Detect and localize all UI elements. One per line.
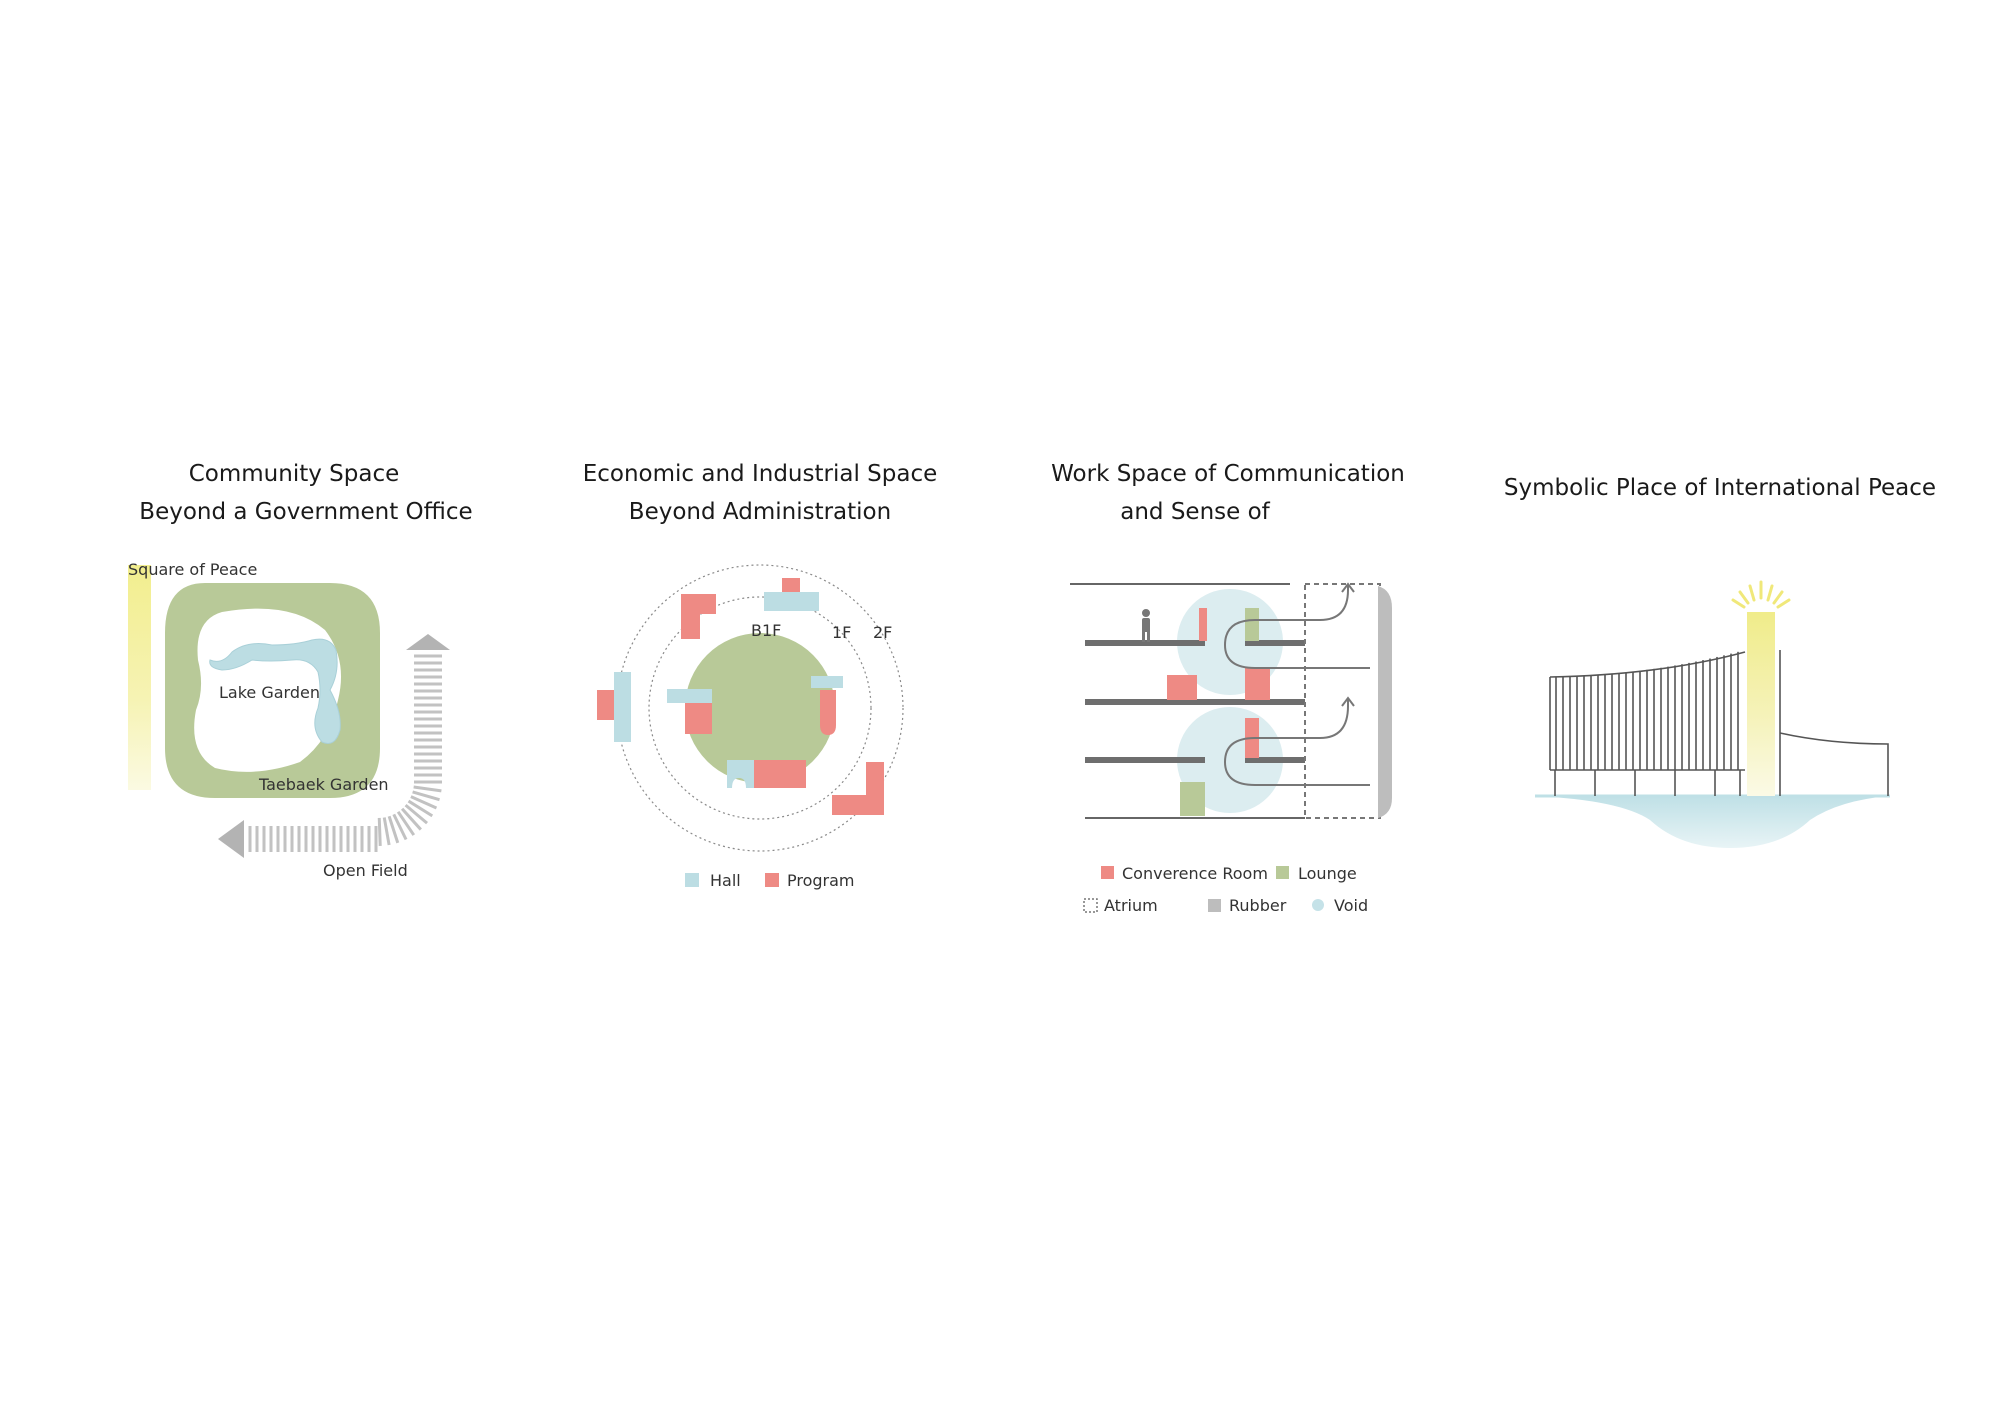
label-lake-garden: Lake Garden bbox=[219, 683, 320, 702]
rubber-wall bbox=[1378, 586, 1392, 818]
panel2-title-line1: Economic and Industrial Space bbox=[583, 461, 938, 487]
hall-blocks bbox=[614, 592, 843, 788]
legend-hall-swatch bbox=[685, 873, 699, 887]
panel3-title-line1: Work Space of Communication bbox=[1051, 461, 1405, 487]
legend-void-label: Void bbox=[1334, 896, 1368, 915]
label-open-field: Open Field bbox=[323, 861, 408, 880]
b1f-core-circle bbox=[685, 633, 835, 783]
water-reflection bbox=[1535, 796, 1890, 848]
panel-economic-space: Economic and Industrial Space Beyond Adm… bbox=[583, 461, 938, 890]
label-square-of-peace: Square of Peace bbox=[128, 560, 257, 579]
light-tower bbox=[1747, 612, 1775, 796]
ring-1f bbox=[648, 596, 872, 820]
ring-2f bbox=[616, 564, 904, 852]
square-of-peace-bar bbox=[128, 565, 151, 790]
building-elevation bbox=[1549, 650, 1889, 796]
label-2f: 2F bbox=[873, 623, 892, 642]
panel-work-space: Work Space of Communication and Sense of bbox=[1051, 461, 1405, 915]
panel1-title-line2: Beyond a Government Office bbox=[139, 499, 472, 525]
person-figure-icon bbox=[1142, 609, 1150, 642]
legend-atrium-swatch bbox=[1083, 898, 1098, 913]
panel4-title: Symbolic Place of International Peace bbox=[1504, 475, 1936, 501]
panel-community-space: Community Space Beyond a Government Offi… bbox=[128, 461, 473, 880]
taebaek-garden-ring bbox=[165, 583, 380, 798]
legend-lounge-swatch bbox=[1276, 866, 1289, 879]
lake-pond bbox=[209, 638, 341, 744]
program-blocks bbox=[597, 578, 884, 815]
legend-atrium-label: Atrium bbox=[1104, 896, 1158, 915]
open-field-arrow bbox=[218, 634, 450, 858]
label-1f: 1F bbox=[832, 623, 851, 642]
lounges bbox=[1180, 608, 1259, 816]
legend-rubber-label: Rubber bbox=[1229, 896, 1287, 915]
legend-conference-label: Converence Room bbox=[1122, 864, 1268, 883]
legend-program-label: Program bbox=[787, 871, 855, 890]
panel1-title-line1: Community Space bbox=[189, 461, 400, 487]
legend-conference-swatch bbox=[1101, 866, 1114, 879]
conference-rooms bbox=[1167, 608, 1270, 758]
floor-slabs bbox=[1070, 583, 1305, 819]
label-b1f: B1F bbox=[751, 621, 781, 640]
legend-rubber-swatch bbox=[1208, 899, 1221, 912]
legend-lounge-label: Lounge bbox=[1298, 864, 1357, 883]
legend-hall-label: Hall bbox=[710, 871, 741, 890]
circulation-curves bbox=[1223, 582, 1370, 786]
legend-void-swatch bbox=[1312, 899, 1324, 911]
panel-symbolic-place: Symbolic Place of International Peace bbox=[1504, 475, 1936, 848]
label-taebaek-garden: Taebaek Garden bbox=[258, 775, 389, 794]
legend-program-swatch bbox=[765, 873, 779, 887]
panel2-title-line2: Beyond Administration bbox=[629, 499, 891, 525]
panel3-title-line2: and Sense of bbox=[1120, 499, 1270, 525]
light-rays-icon bbox=[1731, 580, 1791, 609]
